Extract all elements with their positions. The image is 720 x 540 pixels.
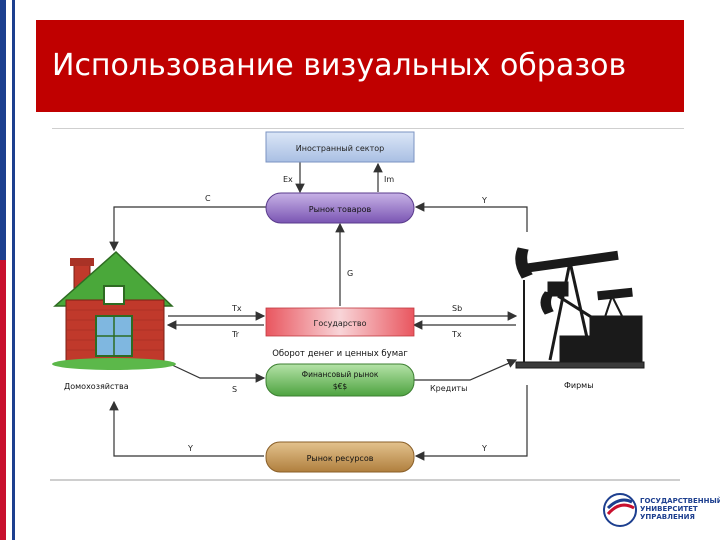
logo-line-3: УПРАВЛЕНИЯ: [640, 513, 695, 521]
financial-market-box: [265, 363, 415, 397]
resource-market-box: [265, 441, 415, 473]
government-label: Государство: [313, 319, 366, 328]
resource-market-label: Рынок ресурсов: [307, 454, 374, 463]
firms-label: Фирмы: [564, 381, 594, 390]
title-banner: [36, 20, 684, 112]
logo-text: ГОСУДАРСТВЕННЫЙ УНИВЕРСИТЕТ УПРАВЛЕНИЯ: [640, 497, 720, 521]
foreign-sector-box: [265, 131, 415, 163]
foreign-sector-label: Иностранный сектор: [296, 144, 384, 153]
tx-right-label: Tx: [451, 330, 462, 339]
tx-left-label: Tx: [231, 304, 242, 313]
s-arrow: [169, 363, 266, 383]
logo-line-1: ГОСУДАРСТВЕННЫЙ: [640, 497, 720, 505]
side-accent-blue: [0, 0, 6, 260]
side-accent-line: [12, 0, 15, 540]
g-label: G: [347, 269, 353, 278]
logo-line-2: УНИВЕРСИТЕТ: [640, 505, 698, 513]
side-accent-red: [0, 260, 6, 540]
ex-label: Ex: [283, 175, 293, 184]
y-top-label: Y: [481, 196, 487, 205]
sb-label: Sb: [452, 304, 462, 313]
house-icon: [52, 250, 176, 370]
goods-market-label: Рынок товаров: [309, 205, 372, 214]
s-label: S: [232, 385, 237, 394]
title-rule: [52, 128, 684, 129]
households-label: Домохозяйства: [64, 382, 129, 391]
financial-market-label: Финансовый рынок: [302, 370, 379, 379]
slide-title: Использование визуальных образов: [52, 48, 627, 83]
y-bottom-right-label: Y: [481, 444, 487, 453]
money-turnover-label: Оборот денег и ценных бумаг: [272, 349, 408, 359]
tr-label: Tr: [231, 330, 240, 339]
financial-market-currency: $€$: [333, 382, 348, 391]
government-box: [265, 307, 415, 337]
goods-market-box: [265, 192, 415, 224]
c-arrow: [109, 206, 266, 252]
im-label: Im: [384, 175, 394, 184]
oil-pump-icon: [515, 247, 645, 369]
university-logo-icon: [603, 493, 637, 527]
c-label: C: [205, 194, 211, 203]
credits-label: Кредиты: [430, 384, 467, 393]
credits-arrow: [414, 358, 518, 381]
y-bottom-right-arrow: [414, 385, 528, 461]
y-bottom-left-arrow: [109, 400, 264, 457]
y-bottom-left-label: Y: [187, 444, 193, 453]
y-top-arrow: [414, 202, 528, 232]
